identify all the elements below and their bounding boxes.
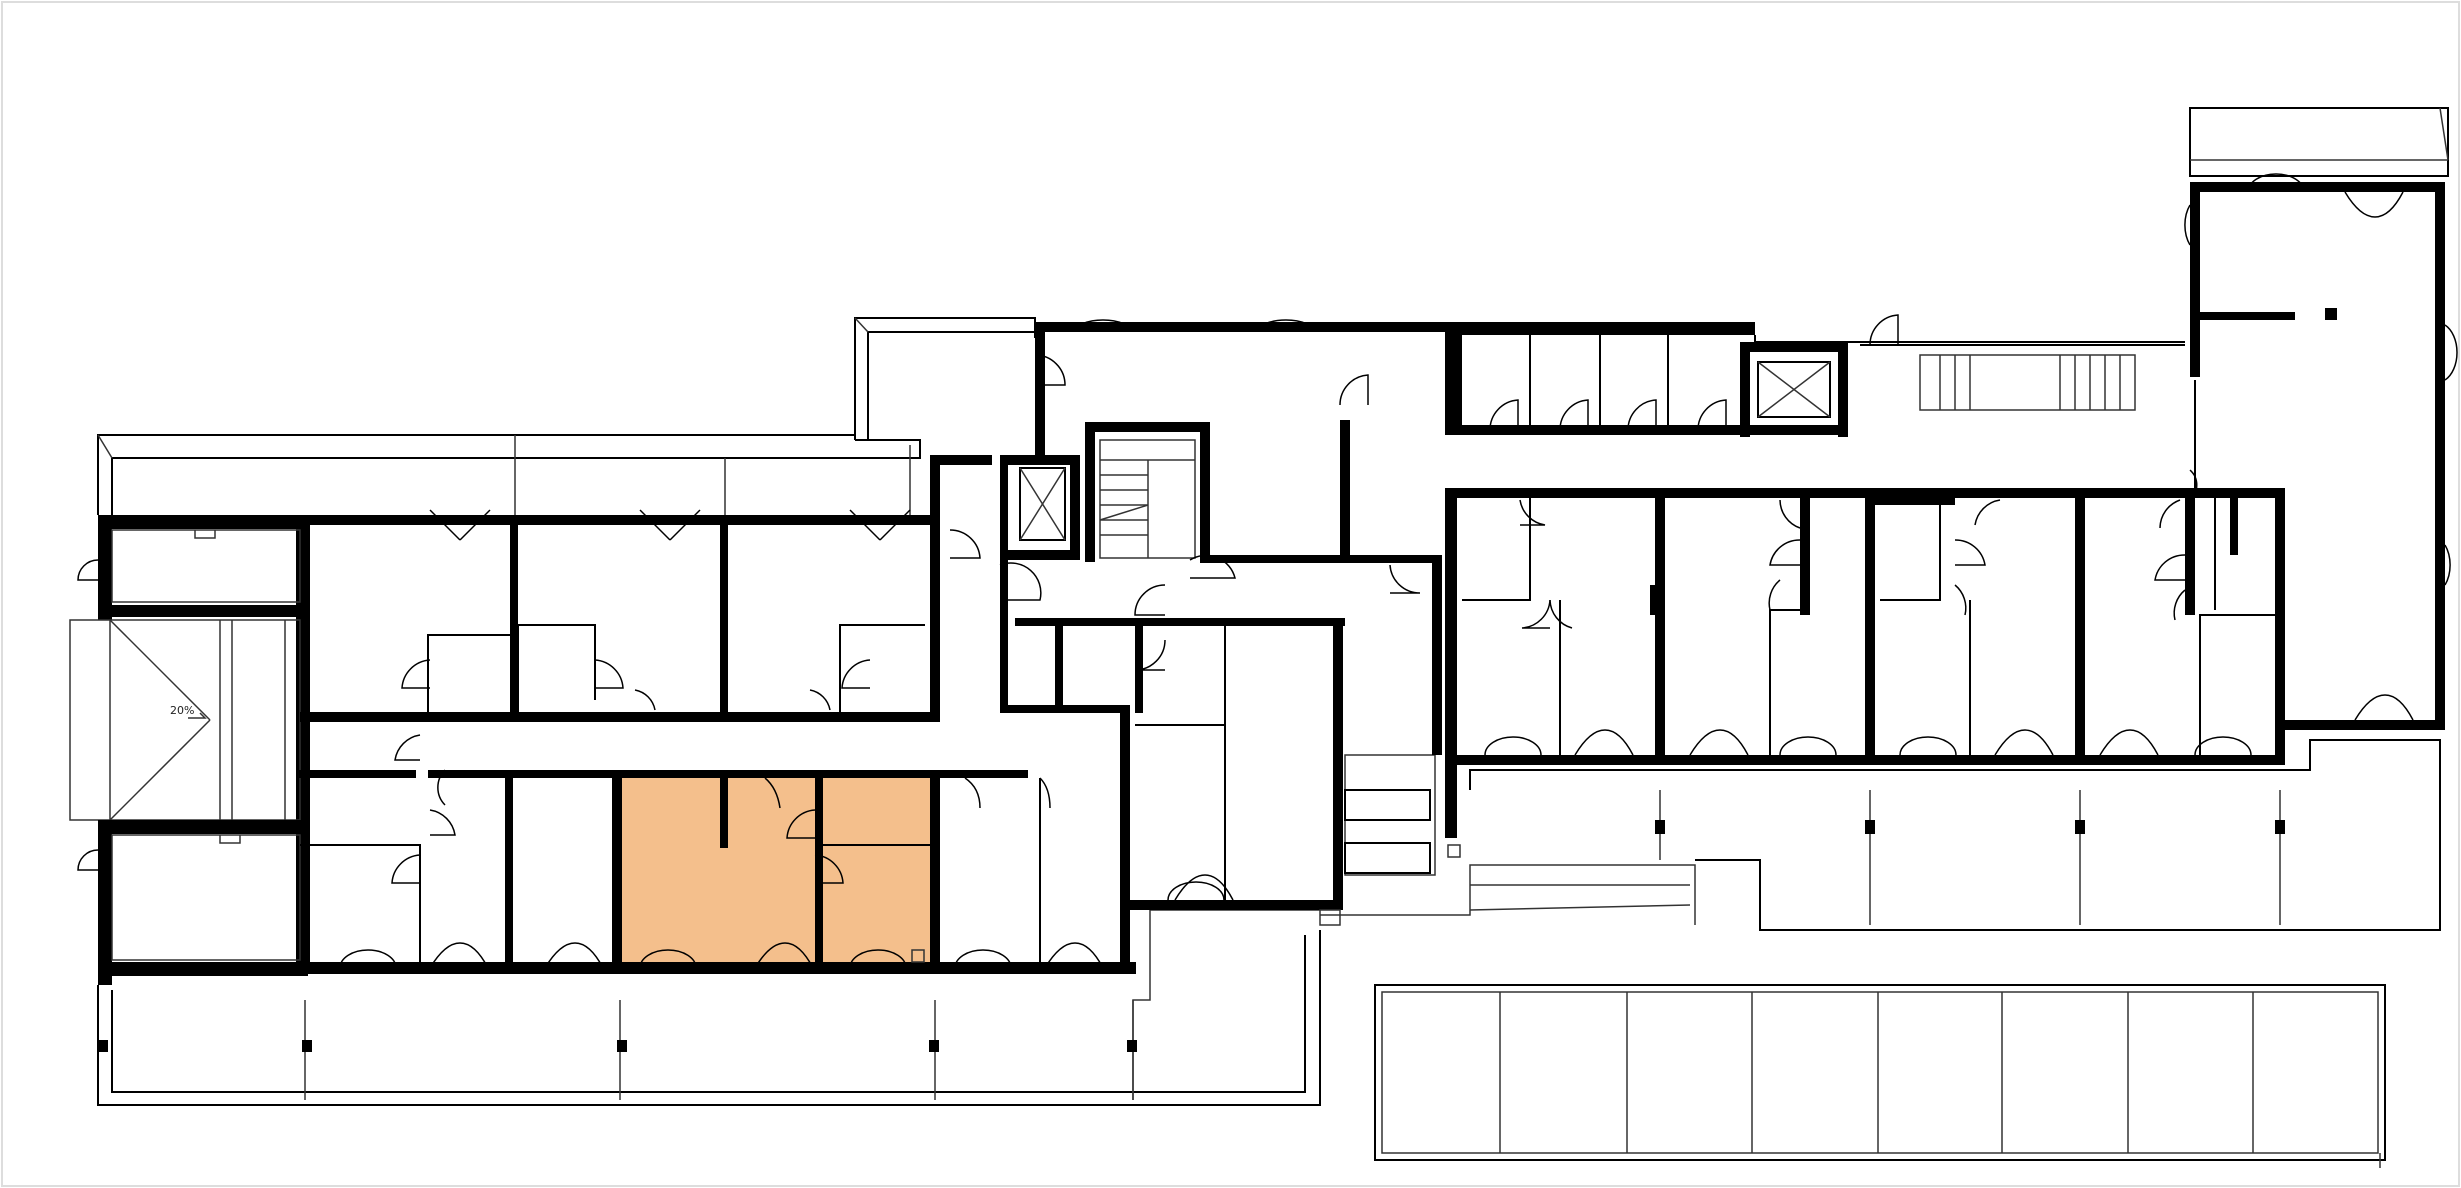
utility-boxes (911, 789, 1461, 963)
terrace-outlines (97, 107, 2449, 1168)
storage-row (1445, 325, 2185, 437)
far-right-block (2190, 182, 2445, 730)
doors (77, 173, 2458, 969)
right-wing (1445, 488, 2285, 838)
highlighted-apartment (620, 778, 936, 968)
ramp-slope-label: 20% (170, 704, 194, 717)
left-wing (296, 455, 1136, 974)
columns (98, 820, 2285, 1052)
ramp-block: 20% (69, 515, 310, 985)
middle-core (1008, 322, 1755, 910)
